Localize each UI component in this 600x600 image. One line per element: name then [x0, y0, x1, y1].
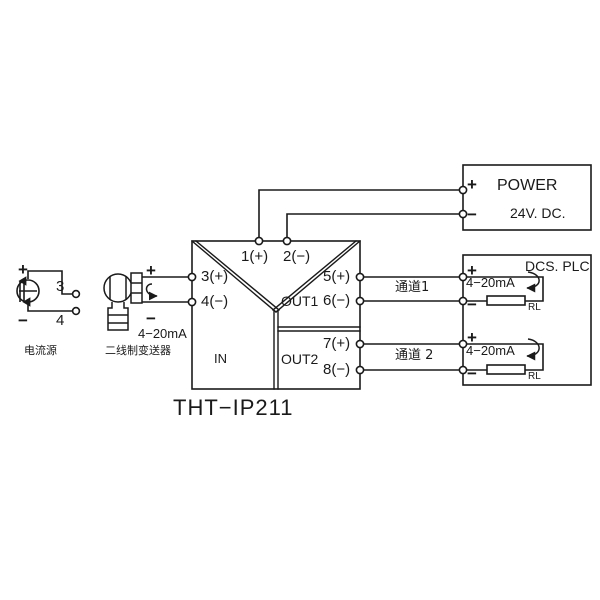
- channel-1-label: 通道1: [395, 280, 430, 295]
- terminal-node-2: [282, 236, 292, 246]
- dcs-loop1-minus: −: [467, 295, 477, 314]
- dcs-loop2-plus: +: [467, 328, 477, 347]
- channel-2-label: 通道 2: [395, 348, 434, 363]
- dcs-loop2-rl-label: RL: [528, 371, 541, 382]
- current-source-terminal-label-4: 4: [56, 312, 65, 329]
- transmitter-symbol: [103, 272, 158, 331]
- current-source-plus-sign: +: [18, 260, 28, 279]
- terminal-label-7: 7(+): [323, 335, 351, 352]
- current-source-terminal-label-3: 3: [56, 278, 65, 295]
- resistor-rl-2: [486, 364, 526, 375]
- power-minus-sign: −: [467, 205, 477, 224]
- terminal-label-2: 2(−): [283, 248, 311, 265]
- power-terminal-nodes: [458, 185, 468, 219]
- power-terminal-positive: [458, 185, 468, 195]
- loop-direction-arrow-2: [526, 338, 540, 361]
- loop-direction-arrow-1: [526, 271, 540, 293]
- current-source-minus-sign: −: [18, 311, 28, 330]
- dcs-plc-box: [462, 254, 592, 386]
- terminal-label-8: 8(−): [323, 361, 351, 378]
- dcs-box-title: DCS. PLC: [525, 258, 590, 274]
- resistor-rl-1: [486, 295, 526, 306]
- device-body-outline: [191, 240, 361, 390]
- terminal-node-6: [355, 296, 365, 306]
- terminal-node-1: [254, 236, 264, 246]
- isolation-barrier-symbol: [191, 240, 361, 313]
- power-plus-sign: +: [467, 175, 477, 194]
- device-out1-label: OUT1: [281, 293, 319, 309]
- terminal-label-4: 4(−): [201, 293, 229, 310]
- dcs-loop2-current: 4−20mA: [466, 343, 515, 358]
- current-source-terminal-nodes: [71, 289, 81, 316]
- dcs-loop1-rl-label: RL: [528, 302, 541, 313]
- terminal-node-5: [355, 272, 365, 282]
- dcs-terminal-2-positive: [458, 339, 468, 349]
- current-source-symbol: [16, 270, 75, 312]
- power-terminal-negative: [458, 209, 468, 219]
- transmitter-current-label: 4−20mA: [138, 326, 187, 341]
- device-in-label: IN: [214, 351, 227, 366]
- transmitter-minus-sign: −: [146, 309, 156, 328]
- current-source-terminal-3: [71, 289, 81, 299]
- power-wire-positive: [258, 189, 463, 241]
- terminal-label-1: 1(+): [241, 248, 269, 265]
- dcs-terminal-1-positive: [458, 272, 468, 282]
- dcs-loop1-current: 4−20mA: [466, 275, 515, 290]
- device-inner-divider: [273, 310, 279, 390]
- power-box-subtitle: 24V. DC.: [510, 205, 566, 221]
- terminal-node-7: [355, 339, 365, 349]
- terminal-nodes: [187, 236, 365, 375]
- power-box-title: POWER: [497, 177, 558, 194]
- terminal-node-8: [355, 365, 365, 375]
- transmitter-caption: 二线制变送器: [105, 344, 171, 357]
- terminal-label-3: 3(+): [201, 268, 229, 285]
- transmitter-plus-sign: +: [146, 261, 156, 280]
- dcs-terminal-nodes: [458, 272, 468, 375]
- terminal-label-5: 5(+): [323, 268, 351, 285]
- current-source-caption: 电流源: [24, 344, 57, 357]
- terminal-node-4: [187, 297, 197, 307]
- terminal-label-6: 6(−): [323, 292, 351, 309]
- dcs-terminal-1-negative: [458, 296, 468, 306]
- device-out2-label: OUT2: [281, 351, 319, 367]
- dcs-terminal-2-negative: [458, 365, 468, 375]
- current-source-terminal-4: [71, 306, 81, 316]
- dcs-loop1-plus: +: [467, 261, 477, 280]
- device-model-label: THT−IP211: [173, 395, 294, 420]
- out-section-divider: [277, 326, 361, 332]
- dcs-loop2-minus: −: [467, 364, 477, 383]
- power-supply-box: [462, 164, 592, 231]
- power-wire-negative: [286, 213, 463, 241]
- terminal-node-3: [187, 272, 197, 282]
